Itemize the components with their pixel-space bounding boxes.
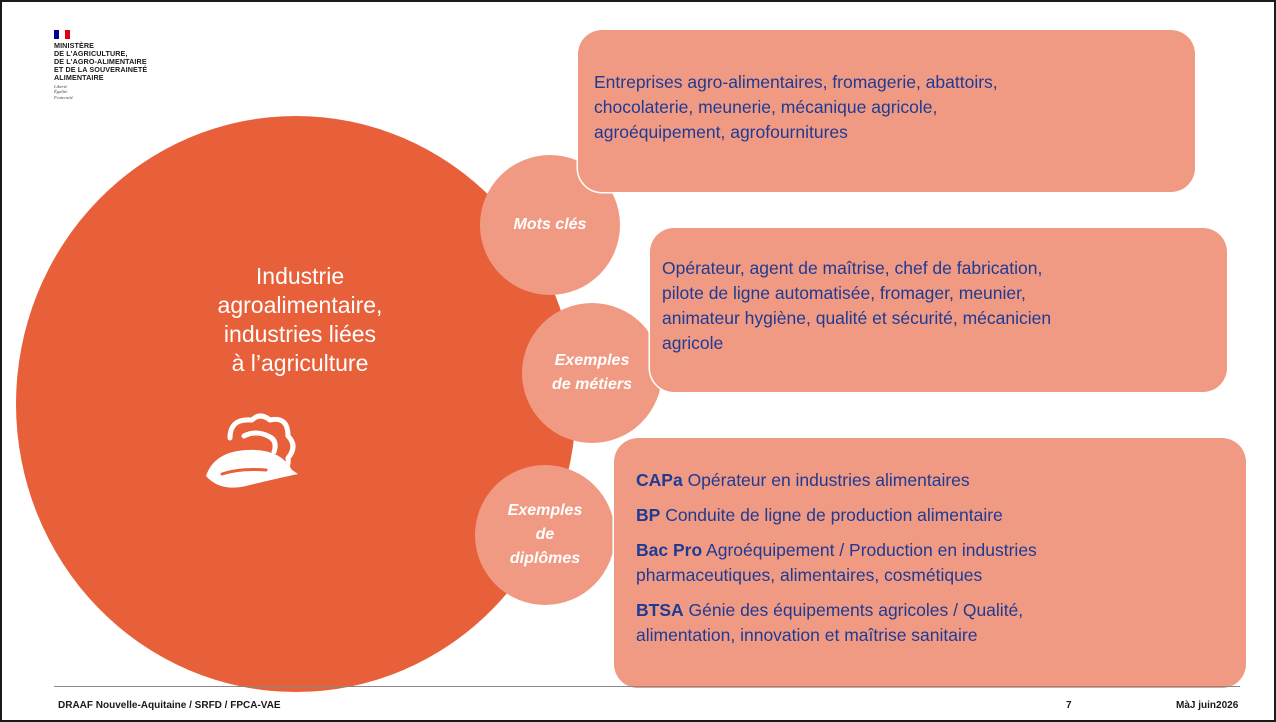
diploma-title: Conduite de ligne de production alimenta…	[665, 505, 1003, 525]
ministry-logo: MINISTÈRE DE L'AGRICULTURE, DE L'AGRO-AL…	[54, 30, 174, 100]
sector-title: Industrie agroalimentaire, industries li…	[150, 262, 450, 378]
jobs-bubble: Exemples de métiers	[522, 303, 662, 443]
diploma-title: alimentation, innovation et maîtrise san…	[636, 625, 978, 645]
diploma-level: CAPa	[636, 470, 683, 490]
keywords-line: Entreprises agro-alimentaires, fromageri…	[594, 72, 998, 92]
ministry-line: DE L'AGRICULTURE,	[54, 49, 128, 58]
republic-motto: Liberté Égalité Fraternité	[54, 84, 174, 100]
dumpling-icon	[206, 413, 298, 488]
diploma-item: BTSA Génie des équipements agricoles / Q…	[636, 598, 1246, 648]
diplomas-bubble-label: diplômes	[509, 550, 581, 567]
diploma-title: Génie des équipements agricoles / Qualit…	[688, 600, 1024, 620]
motto-line: Fraternité	[54, 94, 73, 100]
diplomas-bubble-label: de	[535, 526, 555, 543]
sector-title-line: agroalimentaire,	[217, 292, 383, 318]
jobs-line: Opérateur, agent de maîtrise, chef de fa…	[662, 258, 1043, 278]
diploma-title: Agroéquipement / Production en industrie…	[706, 540, 1037, 560]
diploma-level: BP	[636, 505, 661, 525]
diploma-level: BTSA	[636, 600, 684, 620]
sector-title-line: Industrie	[255, 263, 345, 289]
keywords-box: Entreprises agro-alimentaires, fromageri…	[578, 30, 1195, 192]
jobs-bubble-label: de métiers	[551, 376, 633, 393]
diplomas-bubble: Exemples de diplômes	[475, 465, 615, 605]
keywords-line: chocolaterie, meunerie, mécanique agrico…	[594, 97, 938, 117]
ministry-line: MINISTÈRE	[54, 41, 95, 50]
sector-title-line: industries liées	[223, 321, 377, 347]
sector-title-line: à l’agriculture	[231, 350, 369, 376]
jobs-box: Opérateur, agent de maîtrise, chef de fa…	[650, 228, 1227, 392]
diploma-item: BP Conduite de ligne de production alime…	[636, 503, 1246, 528]
diplomas-bubble-label: Exemples	[507, 502, 583, 519]
diploma-item: Bac Pro Agroéquipement / Production en i…	[636, 538, 1246, 588]
jobs-line: animateur hygiène, qualité et sécurité, …	[662, 308, 1052, 328]
diploma-level: Bac Pro	[636, 540, 703, 560]
jobs-line: pilote de ligne automatisée, fromager, m…	[662, 283, 1026, 303]
footer-source: DRAAF Nouvelle-Aquitaine / SRFD / FPCA-V…	[58, 700, 281, 711]
keywords-line: agroéquipement, agrofournitures	[594, 122, 848, 142]
diploma-title: pharmaceutiques, alimentaires, cosmétiqu…	[636, 565, 983, 585]
diploma-item: CAPa Opérateur en industries alimentaire…	[636, 468, 1246, 493]
jobs-line: agricole	[662, 333, 724, 353]
diploma-title: Opérateur en industries alimentaires	[687, 470, 970, 490]
footer-divider	[54, 686, 1240, 687]
ministry-line: ET DE LA SOUVERAINETÉ	[54, 65, 148, 74]
keywords-bubble-label: Mots clés	[513, 216, 587, 233]
ministry-line: ALIMENTAIRE	[54, 73, 104, 82]
motto-line: Liberté	[54, 84, 68, 89]
ministry-name: MINISTÈRE DE L'AGRICULTURE, DE L'AGRO-AL…	[54, 42, 174, 82]
update-date: MàJ juin2026	[1176, 700, 1239, 711]
ministry-line: DE L'AGRO-ALIMENTAIRE	[54, 57, 147, 66]
diplomas-box: CAPa Opérateur en industries alimentaire…	[614, 438, 1246, 688]
page-number: 7	[1066, 700, 1072, 711]
french-flag-icon	[54, 30, 70, 39]
jobs-bubble-label: Exemples	[554, 352, 630, 369]
motto-line: Égalité	[54, 89, 68, 95]
